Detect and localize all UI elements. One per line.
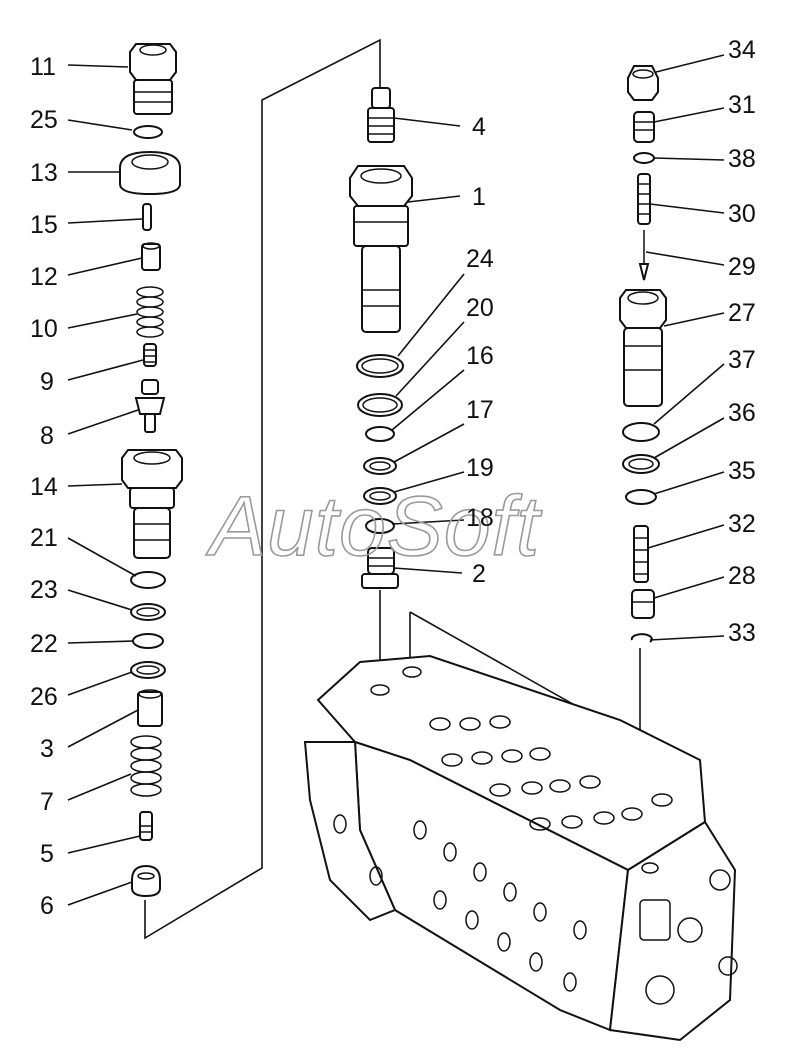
part-23-backup-ring (130, 603, 166, 621)
callout-12: 12 (30, 263, 58, 291)
callout-5: 5 (40, 840, 54, 868)
callout-18: 18 (466, 504, 494, 532)
part-29-needle (638, 230, 650, 281)
left-column-parts (119, 43, 183, 898)
part-15-pin (142, 203, 152, 231)
part-16-o-ring (365, 426, 395, 442)
part-10-spring (136, 286, 164, 338)
part-30-spring (637, 173, 651, 225)
callout-33: 33 (728, 619, 756, 647)
part-14-relief-valve-body (121, 449, 183, 559)
callout-22: 22 (30, 630, 58, 658)
autosoft-watermark: AutoSoft (205, 479, 543, 573)
callout-35: 35 (728, 457, 756, 485)
callout-11: 11 (30, 53, 56, 81)
front-bores (333, 814, 587, 992)
part-4-pilot-valve (367, 87, 395, 143)
callout-8: 8 (40, 422, 54, 450)
callout-27: 27 (728, 299, 756, 327)
part-38-o-ring (633, 152, 655, 164)
part-13-lock-nut (119, 150, 181, 196)
callout-31: 31 (728, 91, 756, 119)
part-5-stem (139, 811, 153, 841)
leader-lines (67, 54, 725, 906)
part-22-o-ring (132, 633, 164, 649)
center-column-parts (349, 87, 413, 589)
part-11-valve-cap (129, 43, 177, 115)
part-1-main-relief-valve (349, 165, 413, 333)
part-37-o-ring (622, 422, 660, 442)
callout-19: 19 (466, 454, 494, 482)
callout-6: 6 (40, 892, 54, 920)
part-33-snap-ring (630, 633, 653, 643)
part-32-spring (633, 525, 649, 583)
part-9-small-spring (143, 343, 157, 367)
part-35-o-ring (625, 489, 657, 505)
part-8-poppet (134, 379, 166, 433)
callout-7: 7 (40, 788, 54, 816)
callout-10: 10 (30, 315, 58, 343)
part-25-o-ring (133, 125, 163, 139)
control-valve-body (303, 654, 738, 1042)
callout-29: 29 (728, 253, 756, 281)
callout-13: 13 (30, 159, 58, 187)
end-face-details (639, 869, 738, 1005)
part-31-adjust-screw (633, 111, 655, 143)
part-18-o-ring (365, 518, 395, 534)
callout-20: 20 (466, 294, 494, 322)
part-36-backup-ring (622, 454, 660, 474)
callout-26: 26 (30, 683, 58, 711)
part-2-plug (361, 547, 399, 589)
part-3-sleeve (137, 689, 163, 727)
callout-9: 9 (40, 368, 54, 396)
callout-36: 36 (728, 399, 756, 427)
callout-21: 21 (30, 524, 58, 552)
callout-14: 14 (30, 473, 58, 501)
callout-16: 16 (466, 342, 494, 370)
callout-37: 37 (728, 346, 756, 374)
part-21-o-ring (130, 571, 166, 589)
callout-2: 2 (472, 560, 486, 588)
callout-28: 28 (728, 562, 756, 590)
callout-34: 34 (728, 36, 756, 64)
right-column-parts (619, 65, 667, 643)
part-7-spring (130, 735, 162, 797)
callout-25: 25 (30, 106, 58, 134)
part-26-ring (130, 661, 166, 679)
callout-32: 32 (728, 510, 756, 538)
part-34-nut (627, 65, 659, 101)
part-6-plug (131, 864, 161, 898)
callout-23: 23 (30, 576, 58, 604)
part-17-backup-ring (363, 457, 397, 475)
callout-15: 15 (30, 211, 58, 239)
callout-1: 1 (472, 183, 486, 211)
callout-30: 30 (728, 200, 756, 228)
callout-24: 24 (466, 245, 494, 273)
part-28-poppet (631, 589, 655, 619)
part-12-seat (141, 242, 161, 271)
part-27-safety-valve-body (619, 289, 667, 407)
callout-17: 17 (466, 396, 494, 424)
callout-labels: 11 25 13 15 12 10 9 8 14 21 23 22 26 3 7… (30, 36, 756, 920)
part-19-backup-ring (363, 487, 397, 505)
top-bores (370, 666, 673, 874)
callout-38: 38 (728, 145, 756, 173)
callout-3: 3 (40, 735, 54, 763)
callout-4: 4 (472, 113, 486, 141)
